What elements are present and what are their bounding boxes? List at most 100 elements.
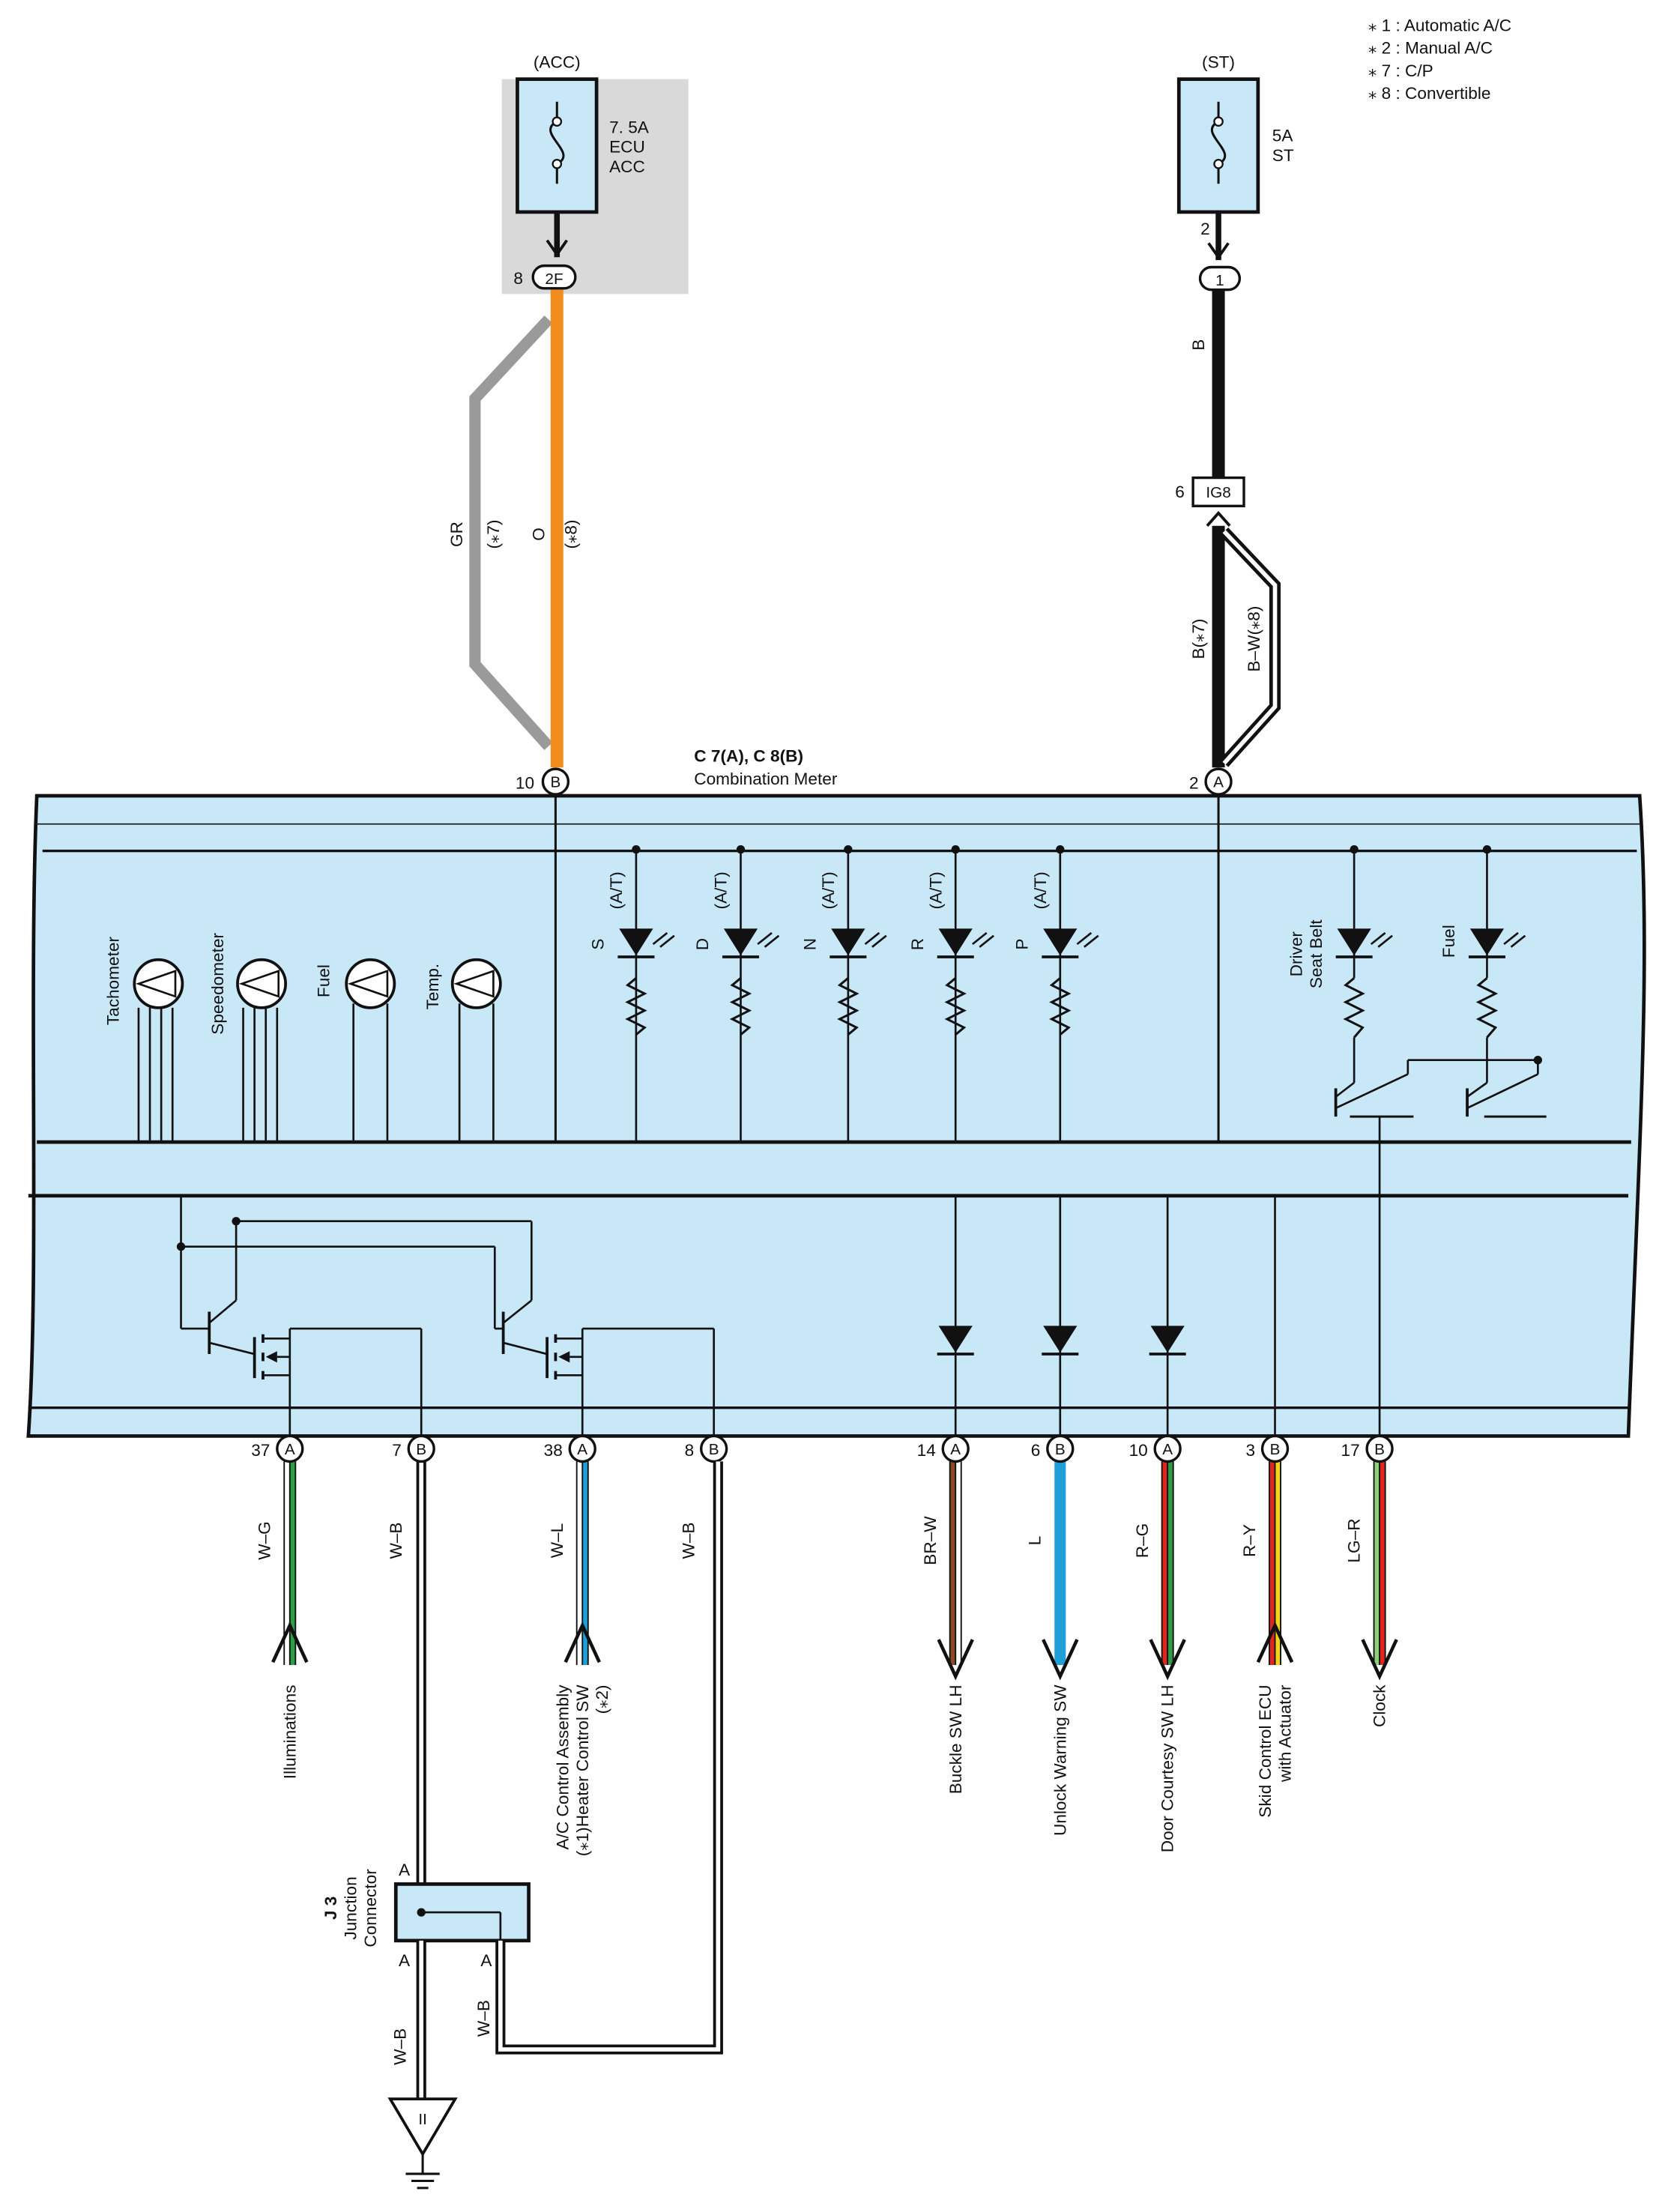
pin-number: 10 [1129,1441,1148,1460]
shift-indicator-0: (A/T)S [589,844,675,1143]
pin-number: 2 [1189,774,1199,793]
shift-indicator-2: (A/T) N [800,844,887,1143]
pin-circle [1365,1434,1394,1463]
combination-meter [26,794,1646,1438]
gauges: Tachometer Speedometer Fuel Temp. [104,932,502,1143]
st-fuse-rating: 5A [1272,127,1294,145]
wire-label: W–L [548,1523,566,1559]
gauge-label: Tachometer [104,937,123,1026]
destination-label: with Actuator [1275,1684,1294,1783]
st-fuse-name: ST [1272,146,1294,165]
transistor-icon [502,1299,533,1324]
gauge-label: Fuel [315,964,333,997]
junction-connector-j3: J 3 Junction Connector A A A W–B W–B II [321,1461,723,2190]
pin-letter: B [709,1441,719,1458]
transistor-icon [208,1341,255,1356]
light-rays-icon [1503,931,1526,948]
gauge-needle-icon [347,970,389,998]
wire-label: R–G [1133,1523,1152,1559]
meter-top-pin-left: 10 B [516,767,570,796]
arrow-in-icon [271,1621,309,1663]
pin-letter: B [416,1441,426,1458]
fuse-acc-box [516,77,599,214]
meter-top-pin-right: 2 A [1189,767,1233,796]
warning-driver-circuit [1334,1037,1547,1118]
pin-letter: A [1162,1441,1173,1458]
pin-number: 6 [1031,1441,1041,1460]
diode-icon [1150,1326,1185,1353]
indicator-letter: R [908,938,927,950]
shift-indicator-4: (A/T)P [1012,844,1099,1143]
destination-label: A/C Control Assembly [553,1684,572,1850]
indicator-note: (A/T) [926,871,945,909]
destination-label: (⁎2) [593,1684,611,1714]
wb-return-wire-stripe [498,1461,721,2052]
meter-name: Combination Meter [694,770,838,788]
resistor-icon [1475,977,1499,1039]
led-icon [619,928,653,956]
fuse-contact-icon [1213,116,1224,127]
pin-circle [941,1434,970,1463]
junction-pin: A [480,1951,492,1970]
pin-circle [407,1434,435,1463]
arrow-out-icon [1361,1639,1398,1681]
light-rays-icon [864,931,887,948]
arrow-up-icon [1206,510,1231,527]
resistor-icon [1049,977,1072,1036]
junction-dot [1533,1056,1543,1065]
lamp-led-icon [1469,928,1505,956]
indicator-letter: D [693,938,712,950]
indicator-note: (A/T) [607,871,626,909]
st-connector-label: 1 [1215,272,1224,289]
ig8-connector [1191,476,1245,507]
indicator-note: (A/T) [1031,871,1050,909]
pin-number: 3 [1246,1441,1256,1460]
gauge-speedometer: Speedometer [208,932,288,1143]
ig8-pin-number: 6 [1175,483,1185,501]
light-rays-icon [1076,931,1099,948]
resistor-icon [837,977,859,1036]
pin-number: 38 [544,1441,563,1460]
return-wire-label: W–B [474,2000,493,2037]
destination-label: Unlock Warning SW [1051,1684,1069,1836]
connector-2f [531,264,577,290]
junction-id: J 3 [321,1897,340,1920]
gauge-needle-icon [453,970,495,998]
shift-indicator-1: (A/T)D [693,844,780,1143]
light-rays-icon [1370,931,1393,948]
junction-pin: A [399,1861,411,1879]
led-icon [831,928,865,956]
junction-pin: A [399,1951,411,1970]
wire-label: R–Y [1240,1524,1259,1557]
indicator-note: (A/T) [819,871,838,909]
pin-circle [1260,1434,1290,1463]
gauge-label: Speedometer [208,932,227,1034]
destination-label: Buckle SW LH [946,1684,965,1794]
acc-fuse-name-1: ECU [609,138,645,157]
acc-fuse-name-2: ACC [609,157,645,176]
st-header: (ST) [1202,53,1235,72]
light-rays-icon [652,931,675,948]
wire-label: W–B [387,1523,405,1559]
indicator-letter: N [800,938,819,950]
arrow-out-icon [937,1639,974,1681]
arrow-icon [265,1351,277,1363]
wire-label: BR–W [921,1516,940,1565]
gauge-needle-icon [135,970,177,998]
warning-lamp-1: Fuel [1439,844,1526,1039]
led-icon [938,928,973,956]
resistor-icon [729,977,752,1036]
resistor-icon [625,977,647,1036]
pin-number: 14 [917,1441,936,1460]
lamp-led-icon [1337,928,1371,956]
